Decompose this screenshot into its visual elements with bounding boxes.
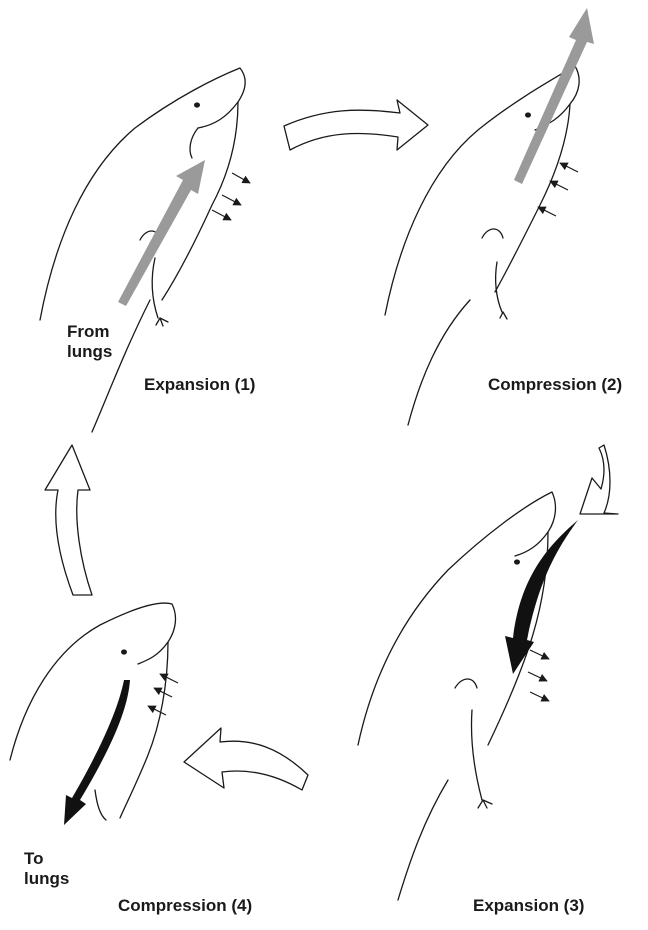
frog-head-expansion-3	[358, 492, 555, 900]
cycle-arrow-2-to-3	[580, 445, 618, 514]
to-lungs-label-line1: To	[24, 849, 69, 869]
air-flow-arrow-from-lungs	[118, 160, 205, 306]
cycle-arrow-1-to-2	[284, 100, 428, 150]
cycle-arrow-4-to-1	[45, 445, 92, 595]
stage-label-expansion-1: Expansion (1)	[144, 375, 255, 395]
throat-compression-arrows-4	[148, 674, 178, 715]
throat-expansion-arrows-3	[528, 650, 549, 701]
throat-expansion-arrows-1	[212, 173, 250, 220]
frog-eye	[525, 112, 531, 117]
cycle-arrow-3-to-4	[184, 728, 308, 790]
stage-label-compression-2: Compression (2)	[488, 375, 622, 395]
throat-compression-arrows-2	[538, 163, 578, 216]
to-lungs-label-line2: lungs	[24, 869, 69, 889]
frog-eye	[514, 559, 520, 564]
from-lungs-label-line2: lungs	[67, 342, 112, 362]
frog-eye	[121, 649, 127, 654]
to-lungs-label: To lungs	[24, 849, 69, 889]
from-lungs-label-line1: From	[67, 322, 112, 342]
stage-label-expansion-3: Expansion (3)	[473, 896, 584, 916]
stage-label-compression-4: Compression (4)	[118, 896, 252, 916]
from-lungs-label: From lungs	[67, 322, 112, 362]
frog-head-compression-4	[10, 603, 175, 820]
frog-eye	[194, 102, 200, 107]
